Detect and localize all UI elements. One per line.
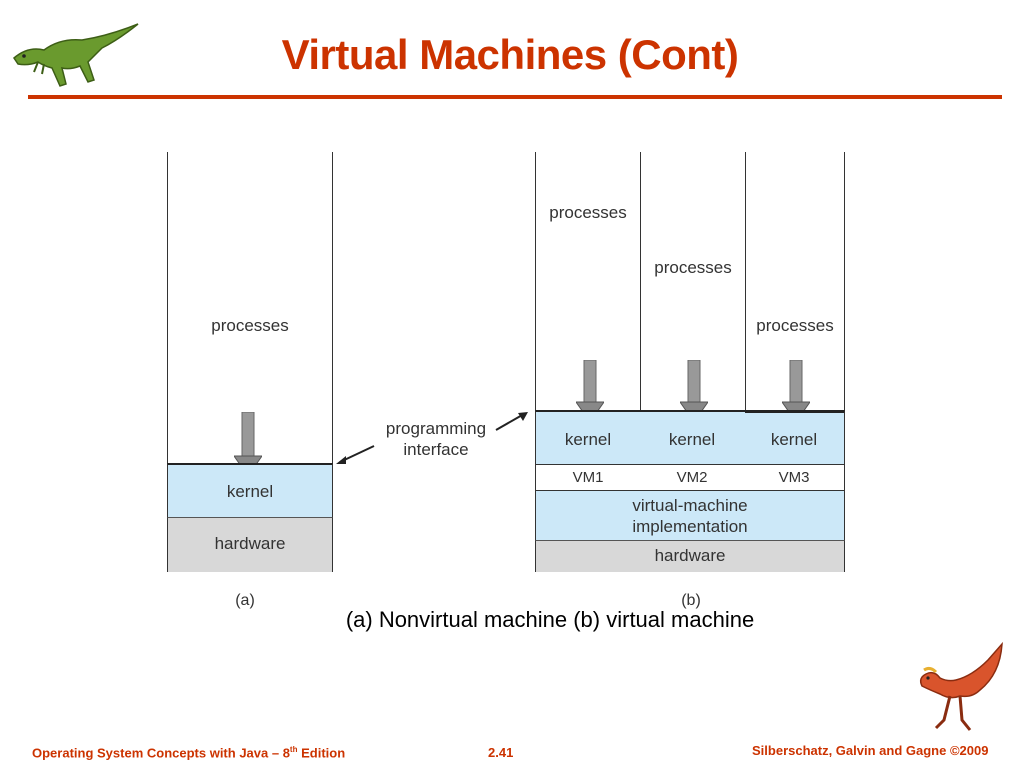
diagram-b-kernel-2: kernel [640, 410, 746, 464]
diagram-b-processes-2: processes [654, 258, 732, 277]
footer-page-number: 2.41 [488, 745, 514, 760]
diagram-a-hardware-label: hardware [214, 534, 286, 553]
red-dinosaur-logo [919, 641, 1003, 731]
figure-caption: (a) Nonvirtual machine (b) virtual machi… [345, 607, 755, 632]
pointer-arrows [336, 412, 528, 464]
diagram-b-processes-1: processes [549, 203, 627, 222]
diagram-a-kernel-box: kernel [167, 463, 333, 517]
diagram-b-hardware-box: hardware [535, 540, 845, 572]
diagram-b-kernel-1: kernel [535, 410, 641, 464]
diagram-b-vm-implementation-box: virtual-machine implementation [535, 490, 845, 540]
slide-title: Virtual Machines (Cont) [281, 31, 739, 78]
title-underline [28, 95, 1002, 99]
diagram-b-vm-2: VM2 [640, 464, 746, 490]
diagram-b-hardware-label: hardware [654, 546, 726, 565]
diagram-b-vm-1: VM1 [535, 464, 641, 490]
diagram-a-kernel-label: kernel [226, 482, 274, 501]
diagram-b-label: (b) [681, 592, 701, 609]
diagram-a-label: (a) [235, 592, 255, 609]
footer-authors: Silberschatz, Galvin and Gagne ©2009 [752, 743, 989, 758]
diagram-a-processes: processes [211, 316, 289, 335]
diagram-b-vm-3: VM3 [745, 464, 845, 490]
diagram-b-kernel-3: kernel [745, 410, 845, 464]
diagram-b-vm-implementation-label: virtual-machine implementation [632, 496, 748, 536]
footer-book-title: Operating System Concepts with Java – 8t… [32, 745, 346, 761]
green-dinosaur-logo [13, 23, 139, 87]
programming-interface-label: programming interface [385, 419, 487, 459]
diagram-a-hardware-box: hardware [167, 517, 333, 572]
diagram-b-processes-3: processes [756, 316, 834, 335]
